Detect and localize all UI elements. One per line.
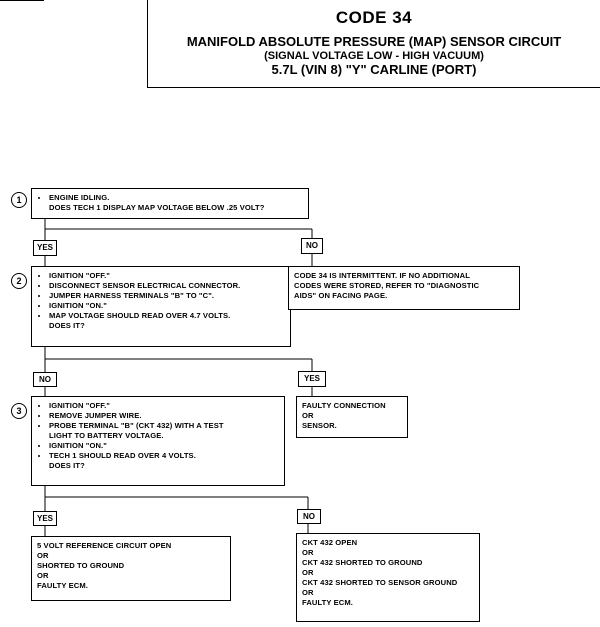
label-yes-1: YES (33, 240, 57, 256)
engine-line: 5.7L (VIN 8) "Y" CARLINE (PORT) (271, 62, 477, 77)
result-ckt432-text: CKT 432 OPEN OR CKT 432 SHORTED TO GROUN… (302, 538, 458, 607)
label-yes-2: YES (298, 371, 326, 387)
step-2-item: DISCONNECT SENSOR ELECTRICAL CONNECTOR. (49, 281, 286, 291)
result-intermittent-text: CODE 34 IS INTERMITTENT. IF NO ADDITIONA… (294, 271, 480, 300)
result-intermittent: CODE 34 IS INTERMITTENT. IF NO ADDITIONA… (288, 266, 520, 310)
label-no-3: NO (297, 509, 321, 524)
label-yes-3: YES (33, 511, 57, 526)
step-1-question: DOES TECH 1 DISPLAY MAP VOLTAGE BELOW .2… (49, 203, 265, 212)
result-faulty-connection: FAULTY CONNECTION OR SENSOR. (296, 396, 408, 438)
label-no-2: NO (33, 372, 57, 387)
step-1-item: ENGINE IDLING. (49, 193, 304, 203)
step-1-box: ENGINE IDLING. DOES TECH 1 DISPLAY MAP V… (31, 188, 309, 219)
step-number-3: 3 (11, 403, 27, 419)
header-box: CODE 34 MANIFOLD ABSOLUTE PRESSURE (MAP)… (147, 0, 600, 88)
circuit-title: MANIFOLD ABSOLUTE PRESSURE (MAP) SENSOR … (186, 34, 562, 49)
step-2-item: JUMPER HARNESS TERMINALS "B" TO "C". (49, 291, 286, 301)
step-2-item: MAP VOLTAGE SHOULD READ OVER 4.7 VOLTS. (49, 311, 286, 321)
step-number-1: 1 (11, 192, 27, 208)
step-2-box: IGNITION "OFF." DISCONNECT SENSOR ELECTR… (31, 266, 291, 347)
code-title: CODE 34 (335, 8, 413, 27)
step-number-2: 2 (11, 273, 27, 289)
result-reference-circuit: 5 VOLT REFERENCE CIRCUIT OPEN OR SHORTED… (31, 536, 231, 601)
step-3-box: IGNITION "OFF." REMOVE JUMPER WIRE. PROB… (31, 396, 285, 486)
step-2-item: IGNITION "ON." (49, 301, 286, 311)
result-faulty-connection-text: FAULTY CONNECTION OR SENSOR. (302, 401, 386, 430)
step-3-item: IGNITION "ON." (49, 441, 280, 451)
step-3-item: TECH 1 SHOULD READ OVER 4 VOLTS. (49, 451, 280, 461)
label-no-1: NO (301, 238, 323, 254)
step-3-question: DOES IT? (49, 461, 85, 470)
step-3-item: PROBE TERMINAL "B" (CKT 432) WITH A TEST (49, 421, 280, 431)
step-2-item: IGNITION "OFF." (49, 271, 286, 281)
corner-rule (0, 0, 44, 1)
step-2-question: DOES IT? (49, 321, 85, 330)
step-3-item: REMOVE JUMPER WIRE. (49, 411, 280, 421)
circuit-subtitle: (SIGNAL VOLTAGE LOW - HIGH VACUUM) (264, 50, 484, 62)
step-3-item-continued: LIGHT TO BATTERY VOLTAGE. (49, 431, 164, 440)
step-3-item: IGNITION "OFF." (49, 401, 280, 411)
result-reference-circuit-text: 5 VOLT REFERENCE CIRCUIT OPEN OR SHORTED… (37, 541, 172, 590)
result-ckt432: CKT 432 OPEN OR CKT 432 SHORTED TO GROUN… (296, 533, 480, 622)
